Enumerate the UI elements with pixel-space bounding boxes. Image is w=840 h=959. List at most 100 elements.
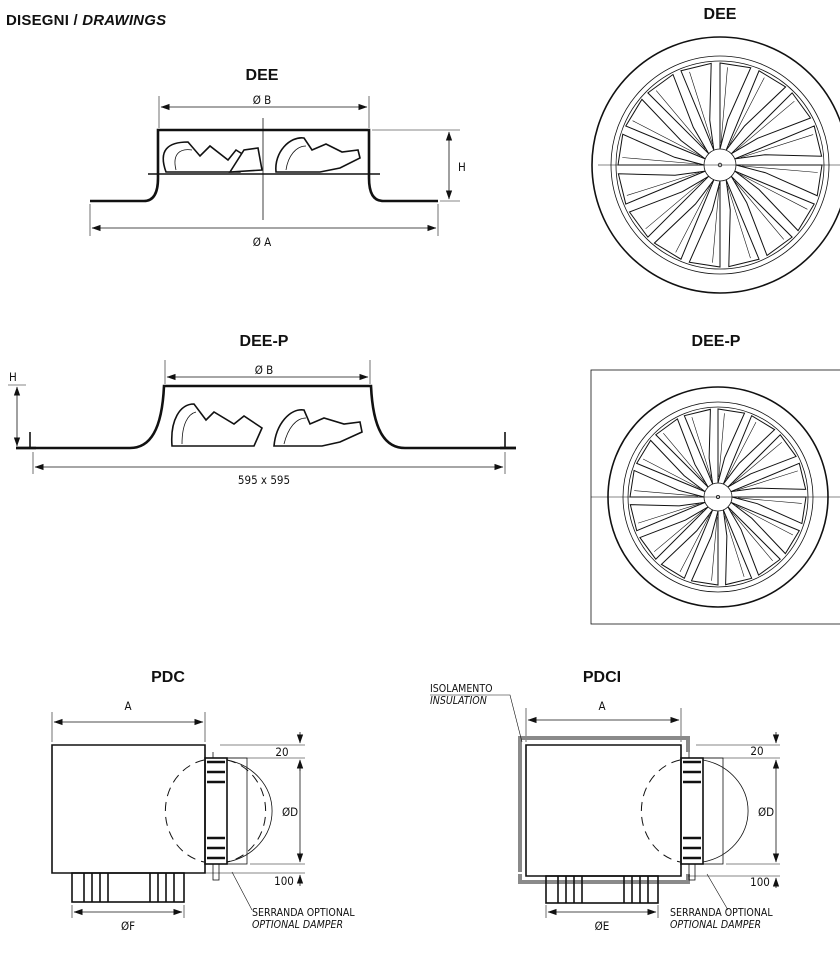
vane	[734, 170, 815, 232]
vane	[734, 125, 823, 160]
dee-outer-ring	[591, 36, 840, 294]
vane	[628, 175, 710, 238]
dee-front-vanes	[617, 62, 823, 268]
pdci-insulation-line1: ISOLAMENTO	[430, 683, 493, 695]
vane	[629, 501, 706, 532]
vane-edge	[739, 174, 808, 210]
pdci-dim-a-label: A	[598, 699, 605, 713]
vane	[730, 462, 807, 493]
dee-side-view: DEE Ø B H Ø A	[89, 67, 466, 249]
vane	[719, 62, 752, 150]
vane	[688, 180, 721, 268]
pdci-title: PDCI	[583, 669, 621, 686]
vane-edge	[731, 511, 773, 561]
vane-edge	[737, 497, 802, 504]
deep-dim-h-label: H	[9, 370, 17, 384]
vane	[647, 73, 710, 155]
vane-edge	[734, 181, 785, 240]
vane-edge	[689, 71, 713, 145]
pdc-dim-100-label: 100	[274, 874, 294, 888]
vane-edge	[729, 77, 765, 146]
vane	[680, 62, 715, 151]
vane	[722, 414, 776, 485]
pdci-note-line2: OPTIONAL DAMPER	[670, 919, 761, 931]
vane	[722, 509, 753, 586]
pdc-spigot	[71, 872, 185, 903]
vane-edge	[655, 90, 706, 149]
vane	[683, 408, 714, 485]
deep-side-title: DEE-P	[240, 333, 289, 350]
vane	[727, 434, 797, 488]
vane	[725, 179, 760, 268]
vane	[727, 506, 781, 576]
vane-edge	[642, 458, 701, 489]
vane	[730, 175, 793, 257]
dee-side-blades	[162, 137, 361, 173]
vane-edge	[638, 503, 700, 524]
pdci-note-line1: SERRANDA OPTIONAL	[670, 907, 773, 919]
dee-side-title: DEE	[246, 67, 279, 84]
vane-edge	[654, 510, 704, 552]
vane-edge	[679, 514, 710, 573]
vane-edge	[732, 442, 782, 484]
vane	[655, 418, 709, 488]
dee-dim-h-label: H	[458, 160, 466, 174]
deep-side-outline	[16, 384, 516, 450]
vane-edge	[632, 120, 701, 156]
vane	[617, 170, 706, 205]
vane-edge	[735, 505, 794, 536]
vane-edge	[645, 179, 704, 230]
pdci-dim-e-label: ØE	[595, 919, 610, 933]
vane-edge	[634, 490, 699, 497]
pdc-dim-f-label: ØF	[121, 919, 135, 933]
deep-side-blades	[170, 403, 363, 447]
dee-side-outline	[90, 128, 438, 203]
deep-front-view: DEE-P	[590, 333, 840, 625]
vane-edge	[724, 515, 745, 577]
pdci-dim-20-label: 20	[750, 744, 763, 758]
vane	[725, 70, 787, 151]
vane	[635, 439, 706, 493]
vane	[639, 506, 709, 560]
vane-edge	[663, 433, 705, 483]
vane-edge	[712, 186, 720, 263]
vane-edge	[691, 417, 712, 479]
deep-dim-size-label: 595 x 595	[238, 473, 290, 487]
deep-front-title: DEE-P	[692, 333, 741, 350]
vane-edge	[675, 184, 711, 253]
vane-edge	[626, 172, 700, 196]
deep-dim-b-label: Ø B	[255, 363, 274, 377]
pdc-title: PDC	[151, 669, 185, 686]
page-heading: DISEGNI / DRAWINGS	[6, 12, 166, 29]
pdc-plenum-box	[51, 744, 206, 874]
pdci-view: PDCI A ØE 20 ØD	[430, 669, 780, 933]
pdc-view: PDC A ØF	[51, 669, 355, 933]
vane-edge	[736, 470, 798, 491]
pdci-dim-100-label: 100	[750, 875, 770, 889]
vane-edge	[741, 165, 818, 173]
vane-edge	[740, 134, 814, 158]
dee-front-view: DEE	[591, 6, 840, 294]
pdci-insulation-line2: INSULATION	[430, 695, 487, 707]
pdci-dim-d-label: ØD	[758, 805, 774, 819]
vane	[690, 510, 719, 586]
vane	[730, 501, 801, 555]
dee-dim-a-label: Ø A	[253, 235, 272, 249]
vane-edge	[720, 67, 728, 144]
dee-dim-b-label: Ø B	[253, 93, 272, 107]
deep-front-vanes	[629, 408, 807, 586]
pdc-note-line2: OPTIONAL DAMPER	[252, 919, 343, 931]
vane-edge	[736, 100, 795, 151]
heading-italic: DRAWINGS	[82, 12, 167, 29]
vane-edge	[711, 516, 718, 581]
vane	[730, 92, 812, 155]
pdci-plenum-box	[525, 744, 682, 877]
heading-main: DISEGNI /	[6, 12, 83, 29]
vane	[660, 509, 714, 580]
vane-edge	[622, 157, 699, 165]
vane	[653, 179, 715, 260]
pdc-dim-d-label: ØD	[282, 805, 298, 819]
pdc-dim-a-label: A	[124, 699, 131, 713]
pdci-spigot	[545, 875, 659, 904]
